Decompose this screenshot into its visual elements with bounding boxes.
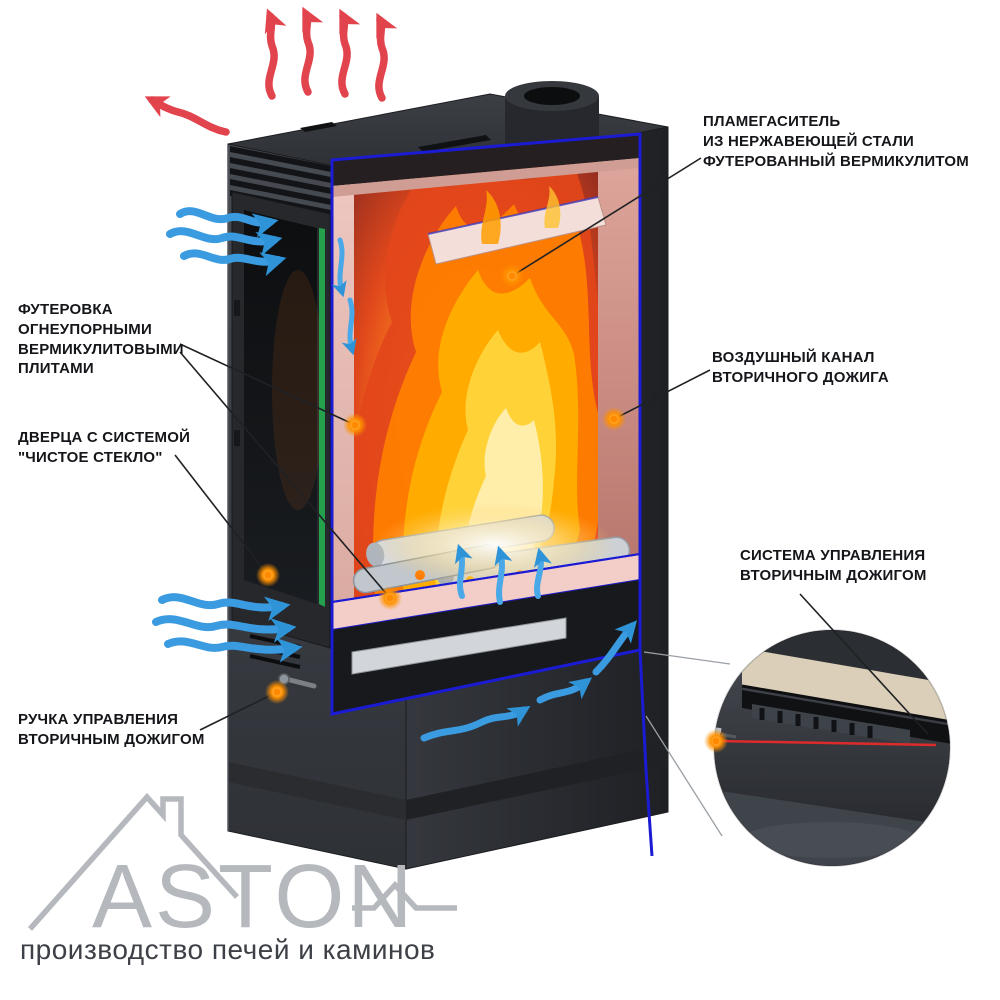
- laser-pointer-line: [717, 739, 937, 747]
- heat-arrows: [144, 6, 398, 136]
- logo-line-icon: [352, 880, 457, 911]
- ash-drawer: [351, 617, 567, 675]
- brand-tagline: производство печей и каминов: [20, 934, 436, 965]
- callout-secondary-burn-control-handle: РУЧКА УПРАВЛЕНИЯ ВТОРИЧНЫМ ДОЖИГОМ: [18, 711, 205, 748]
- callout-clean-glass-door: ДВЕРЦА С СИСТЕМОЙ "ЧИСТОЕ СТЕКЛО": [18, 429, 191, 466]
- callout-lines: [174, 157, 929, 735]
- callout-flame-arrester: ПЛАМЕГАСИТЕЛЬ ИЗ НЕРЖАВЕЮЩЕЙ СТАЛИ ФУТЕР…: [703, 113, 969, 170]
- air-arrows-firebox: [454, 543, 552, 605]
- door-glass: [244, 210, 317, 604]
- callout-secondary-burn-control-system: СИСТЕМА УПРАВЛЕНИЯ ВТОРИЧНЫМ ДОЖИГОМ: [740, 547, 927, 584]
- marker-dots: [256, 264, 728, 753]
- air-arrows-base: [420, 620, 638, 742]
- air-arrows-lower: [152, 593, 303, 663]
- callout-secondary-air-channel: ВОЗДУШНЫЙ КАНАЛ ВТОРИЧНОГО ДОЖИГА: [712, 349, 889, 386]
- flame-arrester-plate: [427, 186, 607, 265]
- lining-plate-left: [332, 156, 354, 662]
- air-arrows-glass: [331, 237, 357, 356]
- clean-glass-air-strip: [319, 228, 325, 607]
- detail-inset: [713, 629, 951, 867]
- zoom-cone-lines: [643, 651, 731, 837]
- air-arrows-upper: [166, 207, 287, 277]
- callout-lining: ФУТЕРОВКА ОГНЕУПОРНЫМИ ВЕРМИКУЛИТОВЫМИ П…: [18, 301, 184, 378]
- lining-plate-right: [598, 134, 640, 604]
- logo-house-icon: [27, 792, 240, 931]
- stove-door: [231, 191, 331, 649]
- firebox-cutaway: [332, 134, 640, 714]
- brand-name: ASTON: [92, 847, 416, 947]
